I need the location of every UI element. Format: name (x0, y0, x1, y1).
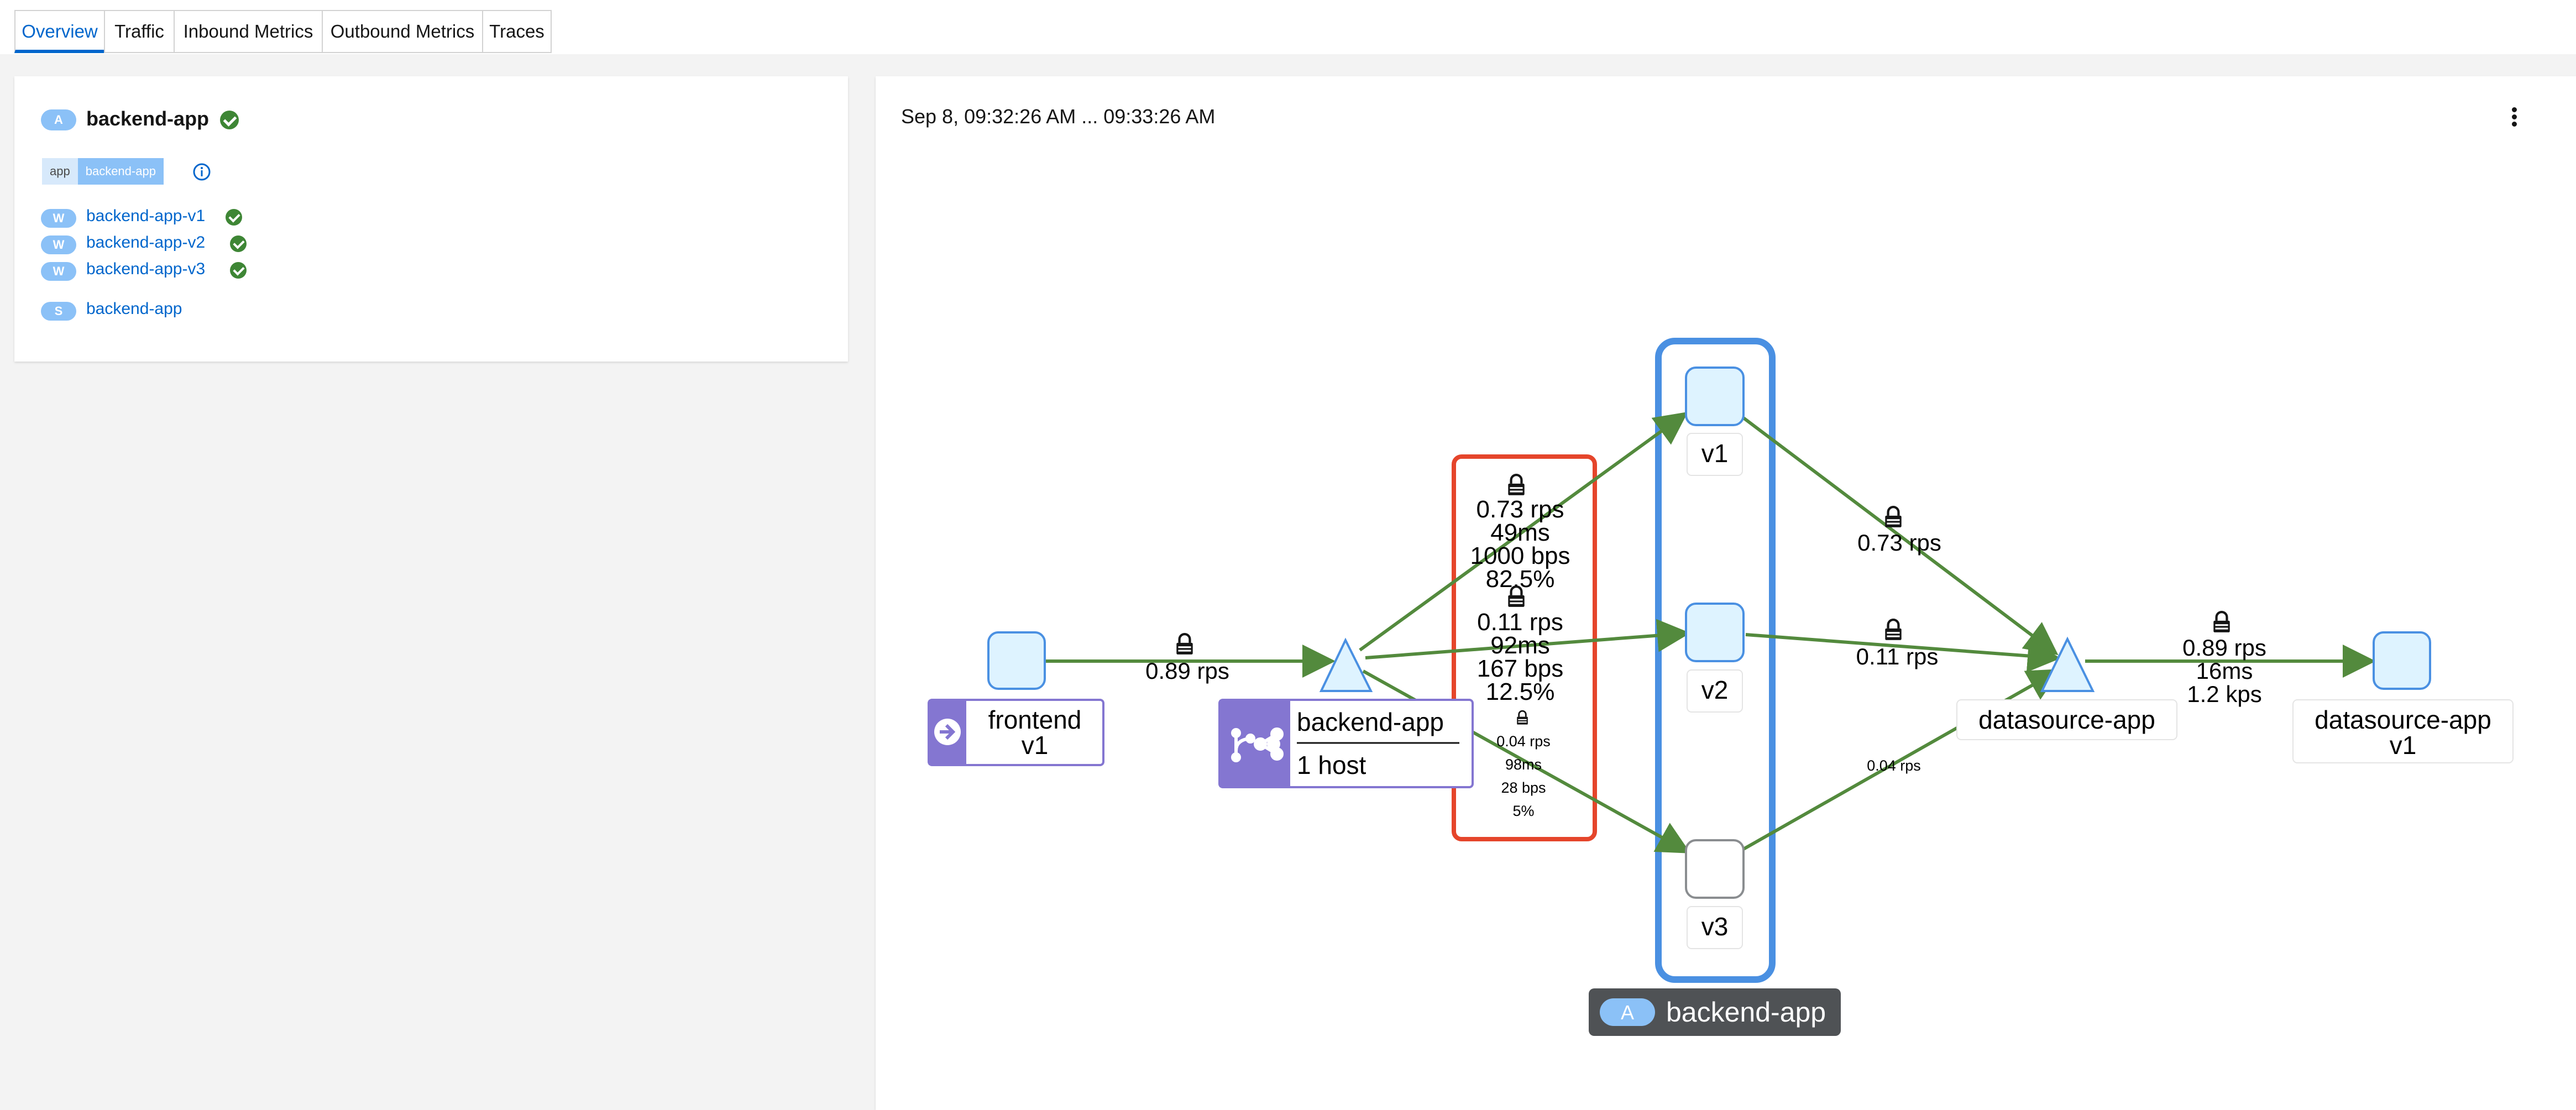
datasource-workload-label-box (2292, 699, 2514, 763)
workload-link-v3[interactable]: backend-app-v3 (86, 260, 206, 278)
backend-service-label: backend-app (1297, 708, 1444, 736)
datasource-service-label-box (1956, 699, 2177, 740)
edge-v2-datasource[interactable] (1745, 633, 2061, 673)
label-chip: app backend-app (42, 158, 164, 185)
edge-ds-rps: 0.89 rps (2182, 635, 2266, 661)
workload-link-v2[interactable]: backend-app-v2 (86, 233, 206, 252)
edge-v2-rps: 0.11 rps (1477, 609, 1563, 636)
workload-label-box-v1 (1687, 433, 1743, 476)
workload-label-v1: v1 (1701, 439, 1729, 468)
service-link[interactable]: backend-app (86, 300, 182, 318)
workload-label-v3: v3 (1701, 912, 1729, 941)
label-key: app (42, 158, 78, 185)
app-badge: A (41, 109, 76, 130)
tab-overview[interactable]: Overview (14, 10, 105, 53)
datasource-workload-node[interactable] (2373, 631, 2431, 690)
backend-service-node[interactable] (1319, 637, 1373, 692)
app-box-name: backend-app (1666, 997, 1826, 1028)
frontend-node[interactable] (987, 631, 1046, 690)
summary-panel: A backend-app app backend-app W backend-… (14, 76, 848, 362)
edge-v3-percent: 5% (1512, 803, 1534, 819)
edge-v1-datasource[interactable] (1742, 416, 2059, 656)
workload-label-v2: v2 (1701, 676, 1729, 704)
edge-v2-throughput: 167 bps (1477, 655, 1564, 682)
app-title: backend-app (86, 107, 210, 130)
edge-v3-rps: 0.04 rps (1496, 733, 1551, 750)
app-box-label (1589, 988, 1841, 1036)
label-value: backend-app (77, 158, 164, 185)
app-box[interactable] (1655, 338, 1776, 983)
tab-bar: Overview Traffic Inbound Metrics Outboun… (0, 0, 2576, 54)
share-branch-icon (1231, 727, 1284, 762)
edge-backend-v2[interactable] (1365, 619, 1690, 659)
lock-icon (1885, 620, 1901, 640)
workload-node-v3[interactable] (1685, 839, 1745, 899)
datasource-workload-label: datasource-app (2315, 705, 2491, 734)
app-box-badge (1600, 998, 1655, 1026)
workload-label-box-v3 (1687, 906, 1743, 949)
workload-badge: W (41, 235, 76, 254)
datasource-service-label: datasource-app (1978, 705, 2155, 734)
edge-v2-percent: 12.5% (1486, 678, 1555, 705)
backend-service-hosts: 1 host (1297, 751, 1366, 779)
workload-badge: W (41, 209, 76, 228)
arrow-right-circle-icon (934, 719, 961, 745)
kebab-menu-icon[interactable] (2512, 107, 2519, 127)
service-badge: S (41, 302, 76, 321)
datasource-workload-version: v1 (2390, 731, 2417, 760)
edge-v1-throughput: 1000 bps (1470, 542, 1570, 569)
check-circle-icon (230, 262, 247, 279)
lock-icon (1516, 710, 1529, 725)
edge-label-v3-datasource: 0.04 rps (1867, 757, 1921, 774)
workload-node-v1[interactable] (1685, 366, 1745, 426)
lock-icon (2213, 612, 2229, 632)
edge-v1-rps: 0.73 rps (1477, 496, 1564, 523)
edge-v3-latency: 98ms (1505, 756, 1542, 773)
edge-label-v2-datasource: 0.11 rps (1856, 643, 1939, 669)
info-icon[interactable] (192, 163, 211, 181)
tab-inbound-metrics[interactable]: Inbound Metrics (174, 10, 323, 53)
edge-ds-throughput: 1.2 kps (2187, 681, 2261, 707)
check-circle-icon (220, 111, 239, 129)
edge-v1-latency: 49ms (1490, 519, 1550, 546)
lock-icon (1508, 475, 1524, 495)
workload-label-box-v2 (1687, 669, 1743, 713)
tab-traces[interactable]: Traces (482, 10, 552, 53)
time-range: Sep 8, 09:32:26 AM ... 09:33:26 AM (901, 105, 1216, 128)
edge-v3-throughput: 28 bps (1501, 779, 1546, 796)
frontend-version: v1 (1022, 731, 1049, 760)
edge-backend-v1[interactable] (1359, 411, 1688, 652)
app-box-badge-letter: A (1621, 1001, 1634, 1024)
datasource-service-node[interactable] (2040, 636, 2095, 692)
lock-icon (1176, 634, 1192, 655)
workload-link-v1[interactable]: backend-app-v1 (86, 207, 206, 225)
edge-ds-latency: 16ms (2196, 658, 2253, 684)
edge-labels-highlight (1452, 454, 1597, 841)
edge-label-v1-datasource: 0.73 rps (1857, 530, 1941, 556)
tab-outbound-metrics[interactable]: Outbound Metrics (322, 10, 483, 53)
frontend-label: frontend (988, 705, 1082, 734)
check-circle-icon (230, 235, 247, 252)
edge-label-frontend-backend: 0.89 rps (1145, 658, 1229, 684)
workload-badge: W (41, 262, 76, 281)
check-circle-icon (226, 209, 242, 226)
lock-icon (1885, 507, 1901, 527)
workload-node-v2[interactable] (1685, 603, 1745, 662)
edge-v2-latency: 92ms (1490, 632, 1550, 659)
